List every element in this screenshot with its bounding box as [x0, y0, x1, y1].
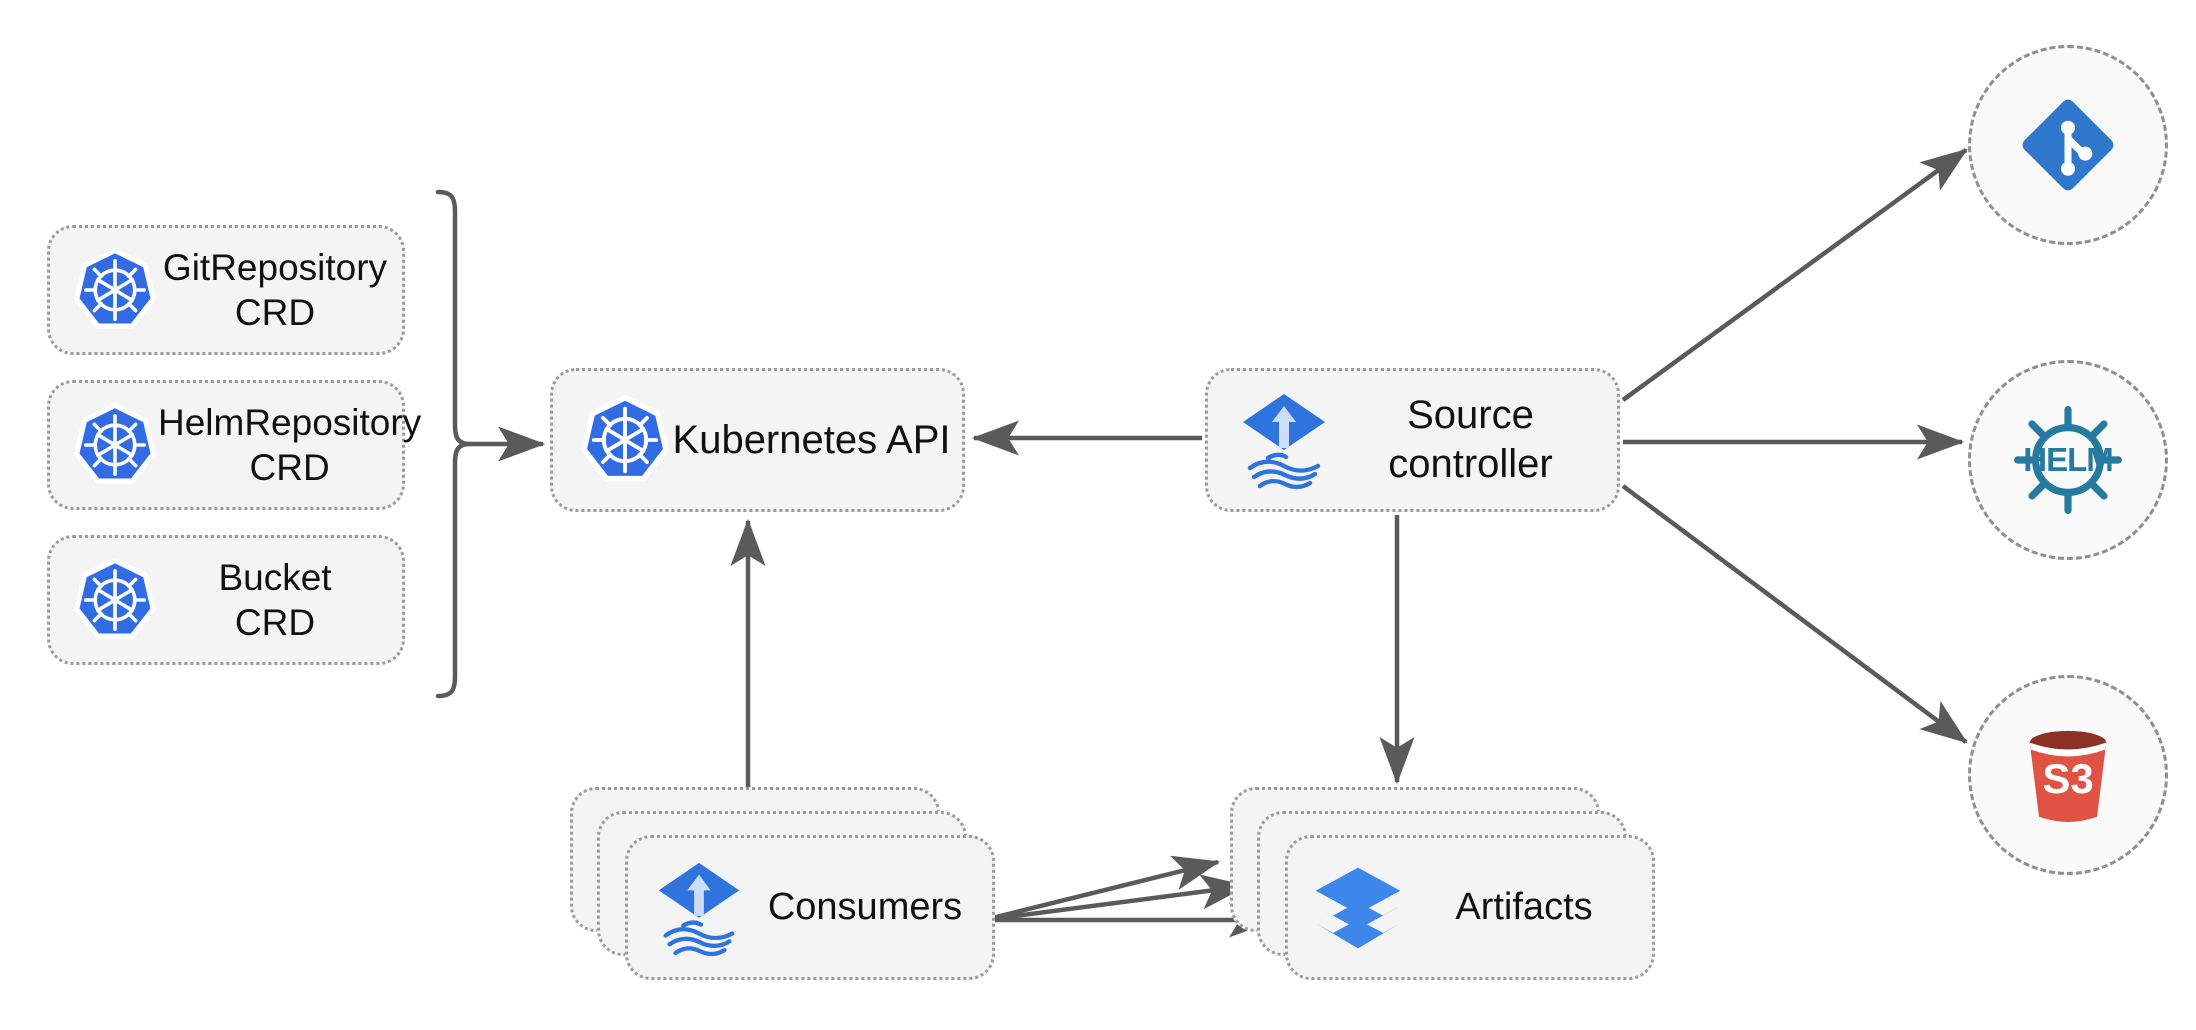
- external-node-helm[interactable]: HELM: [1968, 360, 2168, 560]
- edge-consumers-to-artifacts-1: [983, 855, 1221, 923]
- helm-wordmark: HELM: [2023, 441, 2114, 478]
- node-source-controller[interactable]: Source controller: [1205, 368, 1620, 512]
- layers-icon: [1310, 860, 1406, 956]
- helm-icon: HELM: [2008, 400, 2128, 520]
- consumers-card-front[interactable]: Consumers: [625, 835, 995, 980]
- crd-label-bucket: Bucket CRD: [218, 556, 332, 643]
- crd-card-gitrepository[interactable]: GitRepository CRD: [47, 225, 405, 355]
- flux-icon: [1234, 390, 1334, 490]
- edge-source-to-s3: [1621, 484, 1968, 744]
- kubernetes-icon: [72, 557, 158, 643]
- kubernetes-icon: [579, 394, 671, 486]
- crd-group-brace: [435, 189, 473, 699]
- crd-card-bucket[interactable]: Bucket CRD: [47, 535, 405, 665]
- kubernetes-icon: [72, 402, 158, 488]
- node-label-source-controller: Source controller: [1388, 393, 1553, 486]
- node-kubernetes-api[interactable]: Kubernetes API: [550, 368, 965, 512]
- external-node-git[interactable]: [1968, 45, 2168, 245]
- node-label-consumers: Consumers: [767, 886, 963, 928]
- edge-source-to-git: [1621, 148, 1968, 402]
- s3-wordmark: S3: [2042, 755, 2094, 802]
- crd-label-gitrepository: GitRepository CRD: [162, 246, 388, 333]
- artifacts-card-front[interactable]: Artifacts: [1285, 835, 1655, 980]
- crd-label-helmrepository: HelmRepository CRD: [158, 401, 422, 488]
- node-label-kubernetes-api: Kubernetes API: [672, 417, 951, 462]
- edge-consumers-to-artifacts-2: [983, 874, 1249, 923]
- external-node-s3[interactable]: S3: [1968, 675, 2168, 875]
- crd-card-helmrepository[interactable]: HelmRepository CRD: [47, 380, 421, 510]
- git-icon: [2014, 91, 2122, 199]
- flux-icon: [650, 859, 748, 957]
- s3-bucket-icon: S3: [2010, 717, 2126, 833]
- kubernetes-icon: [72, 247, 158, 333]
- node-label-artifacts: Artifacts: [1455, 886, 1593, 928]
